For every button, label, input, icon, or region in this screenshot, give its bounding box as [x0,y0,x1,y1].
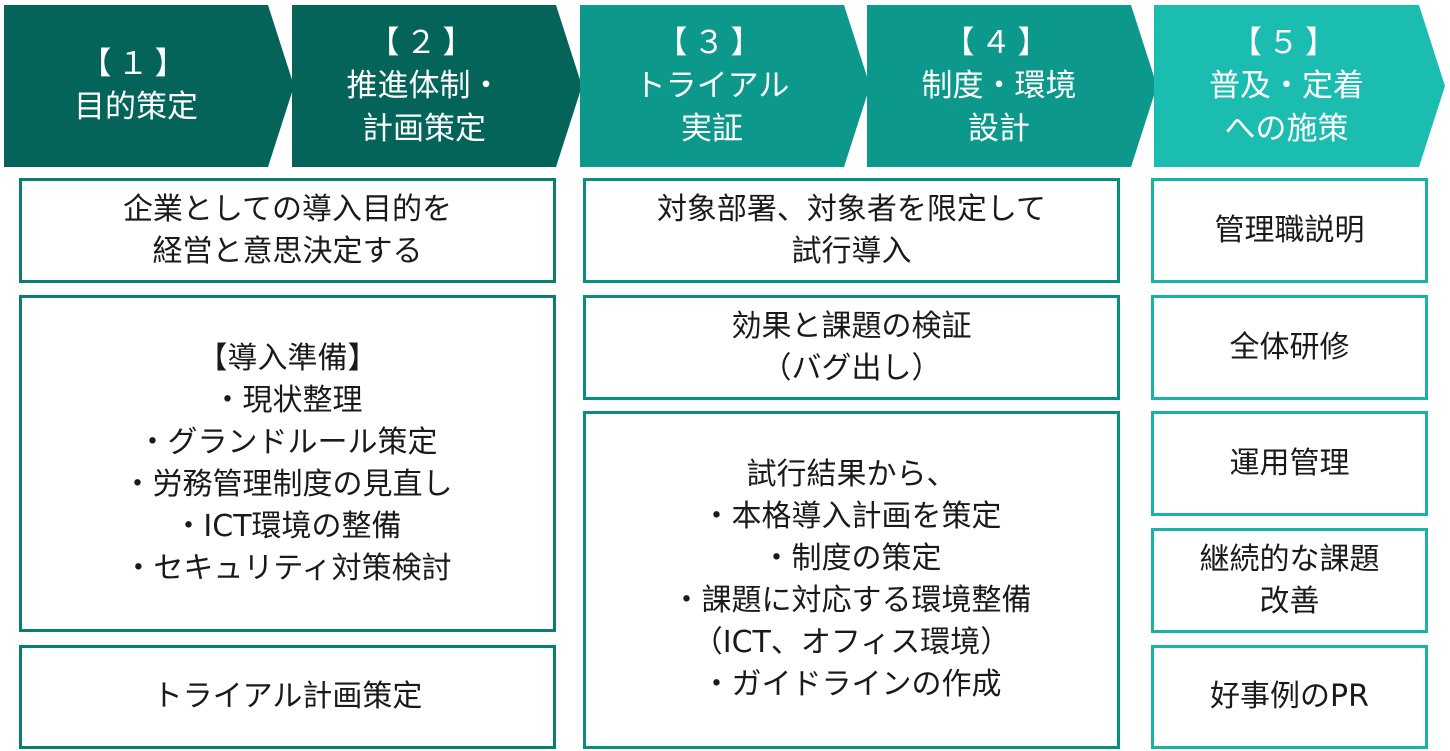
preparation-box: 【導入準備】 ・現状整理 ・グランドルール策定 ・労務管理制度の見直し ・ICT… [19,295,556,632]
box-line: 全体研修 [1229,329,1350,365]
stage-5-title-line-1: 普及・定着 [1209,67,1364,104]
trial-introduction-box: 対象部署、対象者を限定して 試行導入 [583,178,1120,283]
box-line: ・グランドルール策定 [137,424,438,460]
box-line: 【導入準備】 [197,340,378,376]
company-training-box: 全体研修 [1151,295,1428,400]
stage-5-number: 【５】 [1231,24,1342,61]
continuous-improvement-box: 継続的な課題 改善 [1151,528,1428,633]
box-line: ・本格導入計画を策定 [701,499,1002,534]
trial-result-box: 試行結果から、 ・本格導入計画を策定 ・制度の策定 ・課題に対応する環境整備 （… [583,411,1120,749]
box-line: 試行導入 [791,233,912,269]
box-line: ・現状整理 [212,382,363,418]
box-line: 経営と意思決定する [152,233,423,269]
stage-4-title-line-2: 設計 [968,110,1030,147]
stage-3-title-line-1: トライアル [634,67,790,104]
stage-2-header: 【２】 推進体制・ 計画策定 [292,5,582,167]
stage-1-header: 【１】 目的策定 [4,5,294,167]
box-line: 継続的な課題 [1199,541,1380,577]
box-line: （バグ出し） [761,350,942,386]
stage-3-number: 【３】 [656,24,768,61]
stage-3-header: 【３】 トライアル 実証 [580,5,870,167]
trial-plan-box: トライアル計画策定 [19,645,556,749]
box-line: 効果と課題の検証 [731,308,972,344]
box-line: トライアル計画策定 [152,679,423,714]
box-line: ・ICT環境の整備 [173,508,402,544]
box-line: ・ガイドラインの作成 [701,667,1002,702]
best-practice-pr-box: 好事例のPR [1151,645,1428,749]
box-line: ・制度の策定 [761,541,942,576]
stage-4-header: 【４】 制度・環境 設計 [867,5,1157,167]
stage-2-title-line-1: 推進体制・ [346,67,502,104]
stage-5-title-line-2: への施策 [1224,110,1349,147]
purpose-decision-box: 企業としての導入目的を 経営と意思決定する [19,178,556,283]
box-line: 改善 [1259,583,1320,619]
stage-4-number: 【４】 [943,24,1055,61]
box-line: ・課題に対応する環境整備 [671,583,1032,618]
stage-2-title-line-2: 計画策定 [362,110,486,147]
box-line: （ICT、オフィス環境） [692,625,1011,660]
stage-4-title-line-1: 制度・環境 [921,67,1077,104]
box-line: 好事例のPR [1210,679,1369,714]
box-line: 対象部署、対象者を限定して [656,191,1047,227]
box-line: ・セキュリティ対策検討 [123,550,452,586]
box-line: 企業としての導入目的を [122,191,453,227]
verification-box: 効果と課題の検証 （バグ出し） [583,295,1120,400]
operation-management-box: 運用管理 [1151,411,1428,516]
stage-1-title-line-1: 目的策定 [74,89,198,125]
stage-3-title-line-2: 実証 [681,110,743,147]
manager-briefing-box: 管理職説明 [1151,178,1428,283]
stage-1-number: 【１】 [80,46,192,82]
box-line: 試行結果から、 [746,457,957,492]
box-line: 運用管理 [1229,445,1350,481]
stage-5-header: 【５】 普及・定着 への施策 [1154,5,1445,167]
box-line: 管理職説明 [1214,212,1365,248]
stage-2-number: 【２】 [368,24,480,61]
box-line: ・労務管理制度の見直し [122,466,453,502]
